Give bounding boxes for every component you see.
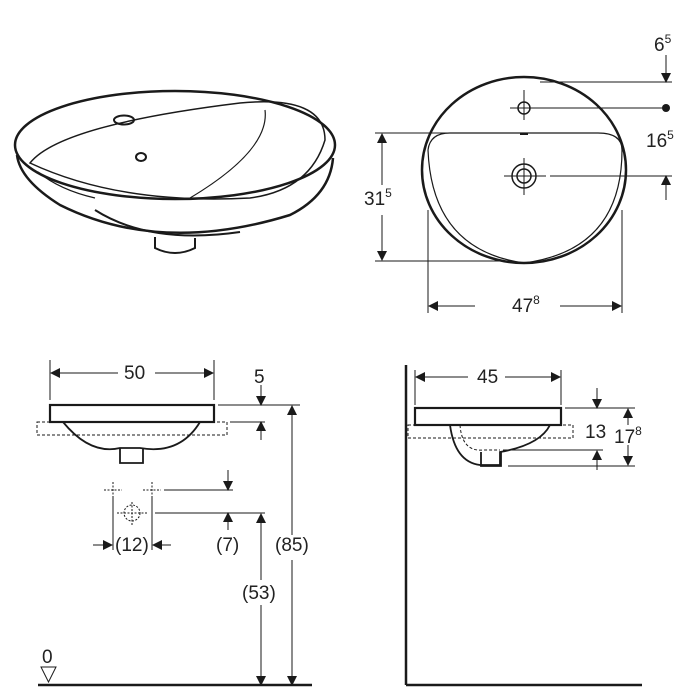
dim-side-width: 45 bbox=[477, 367, 499, 388]
floor-level-marker: 0 bbox=[42, 647, 53, 668]
perspective-view bbox=[13, 89, 337, 254]
dim-rim-thickness: 5 bbox=[254, 367, 265, 388]
dim-depth: 315 bbox=[364, 186, 392, 210]
dim-total-height: (85) bbox=[275, 535, 309, 556]
dim-tap-to-drain: 165 bbox=[646, 128, 674, 152]
dim-bowl-depth: 13 bbox=[585, 422, 607, 443]
front-view bbox=[36, 360, 312, 687]
dim-waste-offset: (7) bbox=[216, 535, 240, 556]
dim-tap-offset: 65 bbox=[654, 32, 672, 56]
dim-overall-width: 478 bbox=[512, 293, 540, 317]
side-view bbox=[404, 365, 642, 687]
dim-total-depth: 178 bbox=[614, 424, 642, 448]
dim-tap-spacing: (12) bbox=[115, 535, 149, 556]
plan-view bbox=[375, 55, 672, 313]
dim-waste-height: (53) bbox=[242, 583, 276, 604]
dim-front-width: 50 bbox=[124, 363, 146, 384]
